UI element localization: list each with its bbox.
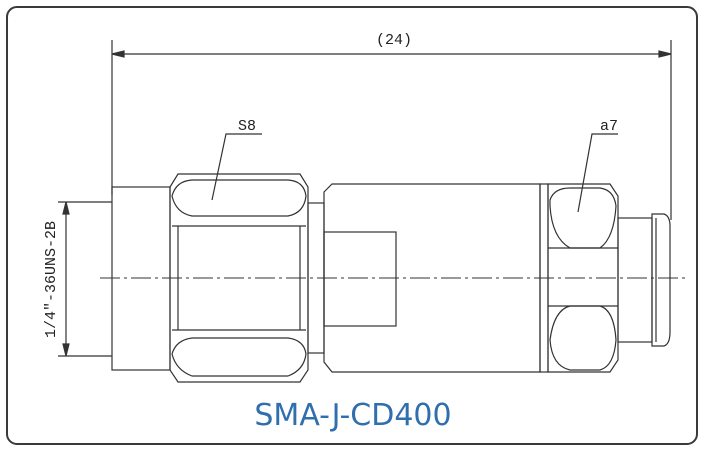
dim-arrow-left (111, 50, 125, 58)
leader-s8 (211, 133, 262, 201)
overall-length-label: (24) (376, 32, 412, 49)
dim-arrow-right (658, 50, 672, 58)
hex-label: S8 (238, 118, 256, 135)
product-caption: SMA-J-CD400 (254, 398, 452, 433)
thread-label: 1/4"-36UNS-2B (43, 221, 60, 338)
nut-label: a7 (600, 118, 618, 135)
thread-arrow-top (62, 201, 70, 215)
pin-tip (617, 213, 671, 347)
leader-a7 (577, 133, 618, 213)
hex-body-s8 (169, 173, 309, 383)
drawing-border (6, 6, 698, 445)
thread-arrow-bottom (62, 343, 70, 357)
